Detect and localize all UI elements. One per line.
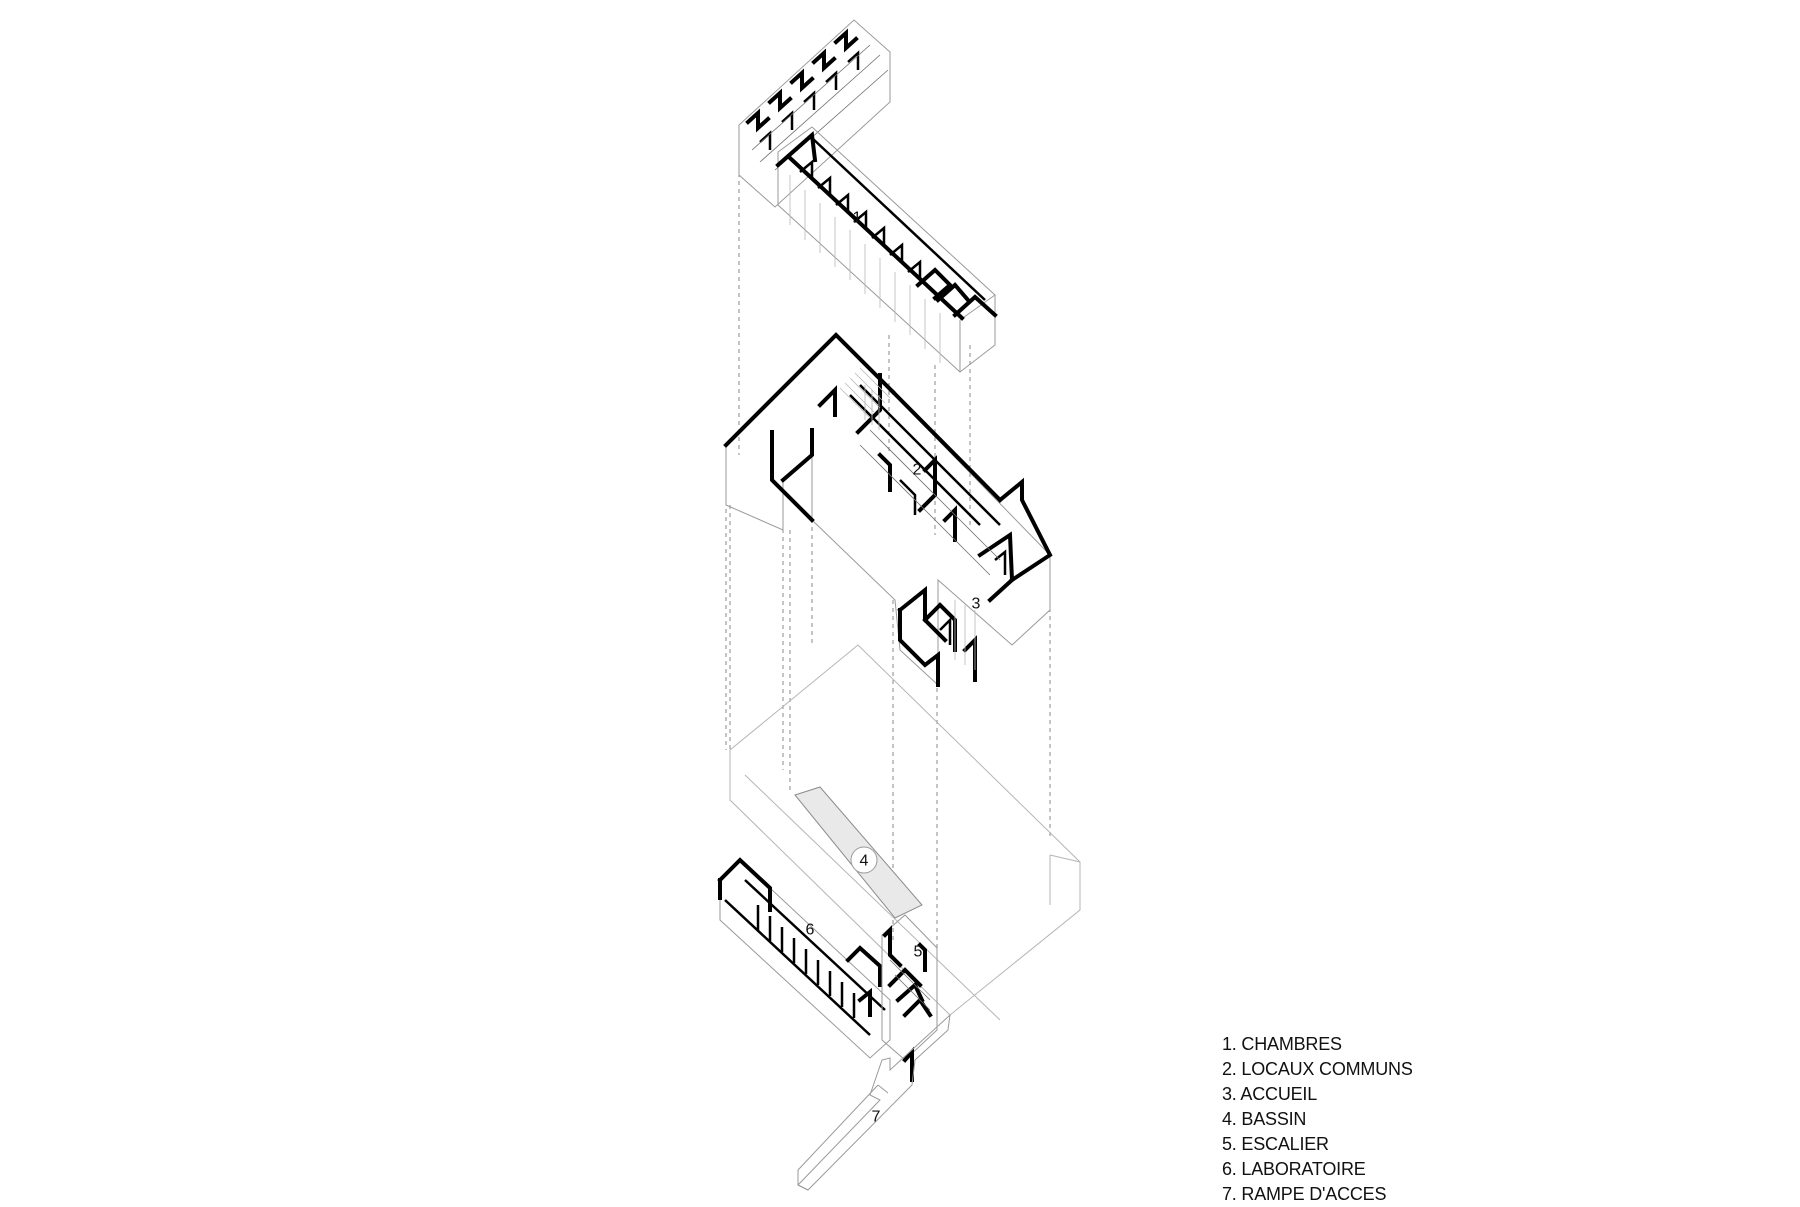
marker-bassin-label: 4 xyxy=(860,853,869,870)
legend-item-chambres: 1. CHAMBRES xyxy=(1222,1034,1342,1054)
legend: 1. CHAMBRES 2. LOCAUX COMMUNS 3. ACCUEIL… xyxy=(1222,1032,1413,1207)
marker-accueil-label: 3 xyxy=(972,596,981,613)
legend-item-locaux-communs: 2. LOCAUX COMMUNS xyxy=(1222,1059,1413,1079)
rampe-block xyxy=(797,1013,951,1191)
marker-laboratoire-label: 6 xyxy=(806,922,815,939)
marker-escalier-label: 5 xyxy=(914,944,923,961)
marker-accueil: 3 xyxy=(972,596,981,613)
laboratoire-block xyxy=(717,857,891,1059)
legend-item-bassin: 4. BASSIN xyxy=(1222,1109,1307,1129)
marker-locaux-communs-label: 2 xyxy=(913,462,922,479)
marker-chambres-label: 1 xyxy=(853,210,862,227)
marker-escalier: 5 xyxy=(914,944,923,961)
legend-item-rampe: 7. RAMPE D'ACCES xyxy=(1222,1184,1387,1204)
marker-laboratoire: 6 xyxy=(806,922,815,939)
locaux-communs-block xyxy=(723,332,1053,687)
ground-plate xyxy=(729,644,1081,1021)
marker-chambres: 1 xyxy=(853,210,862,227)
marker-bassin: 4 xyxy=(850,846,878,874)
legend-item-laboratoire: 6. LABORATOIRE xyxy=(1222,1159,1366,1179)
number-markers: 1 2 3 4 5 6 7 xyxy=(806,210,981,1126)
legend-item-accueil: 3. ACCUEIL xyxy=(1222,1084,1318,1104)
escalier-block xyxy=(881,914,938,1082)
chambres-block xyxy=(738,19,998,373)
marker-rampe-label: 7 xyxy=(872,1109,881,1126)
marker-locaux-communs: 2 xyxy=(913,462,922,479)
marker-rampe: 7 xyxy=(872,1109,881,1126)
legend-item-escalier: 5. ESCALIER xyxy=(1222,1134,1329,1154)
